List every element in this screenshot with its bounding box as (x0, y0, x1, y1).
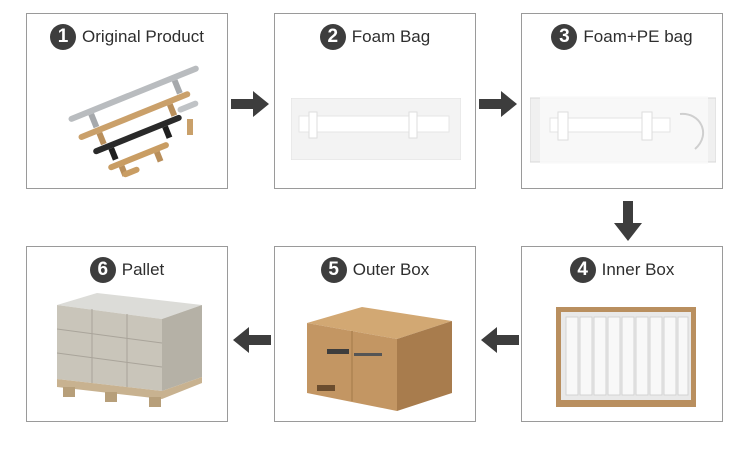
step-1-label: Original Product (82, 27, 204, 46)
step-1-number: 1 (50, 24, 77, 50)
step-6-number: 6 (89, 257, 116, 283)
outer-box-image (307, 307, 452, 411)
gold-handle-long (78, 91, 191, 146)
black-handle (93, 114, 182, 161)
arrow-down-icon (614, 201, 642, 241)
handles-image (68, 65, 199, 178)
step-6-label: Pallet (121, 260, 165, 279)
pallet-image (57, 293, 202, 407)
step-5-header: 5 Outer Box (275, 257, 475, 283)
step-4-header: 4 Inner Box (522, 257, 722, 283)
arrow-right-icon (479, 91, 517, 117)
arrow-right-icon (231, 91, 269, 117)
step-4-number: 4 (569, 257, 596, 283)
step-4-box: 4 Inner Box (521, 246, 723, 422)
pe-bag-image (530, 96, 716, 164)
step-6-header: 6 Pallet (27, 257, 227, 283)
step-1-box: 1 Original Product (26, 13, 228, 189)
step-5-box: 5 Outer Box (274, 246, 476, 422)
gold-handle-short (108, 142, 169, 177)
arrow-left-icon (233, 327, 271, 353)
step-3-header: 3 Foam+PE bag (522, 24, 722, 50)
step-5-label: Outer Box (352, 260, 430, 279)
step-6-box: 6 Pallet (26, 246, 228, 422)
step-5-number: 5 (320, 257, 347, 283)
step-4-label: Inner Box (601, 260, 675, 279)
step-1-header: 1 Original Product (27, 24, 227, 50)
foam-bag-image (291, 98, 461, 160)
step-3-box: 3 Foam+PE bag (521, 13, 723, 189)
step-3-number: 3 (551, 24, 578, 50)
step-2-label: Foam Bag (351, 27, 431, 46)
step-3-label: Foam+PE bag (583, 27, 693, 46)
step-2-box: 2 Foam Bag (274, 13, 476, 189)
arrow-left-icon (481, 327, 519, 353)
silver-handle (68, 65, 199, 129)
step-2-header: 2 Foam Bag (275, 24, 475, 50)
step-2-number: 2 (319, 24, 346, 50)
inner-box-image (556, 307, 696, 407)
